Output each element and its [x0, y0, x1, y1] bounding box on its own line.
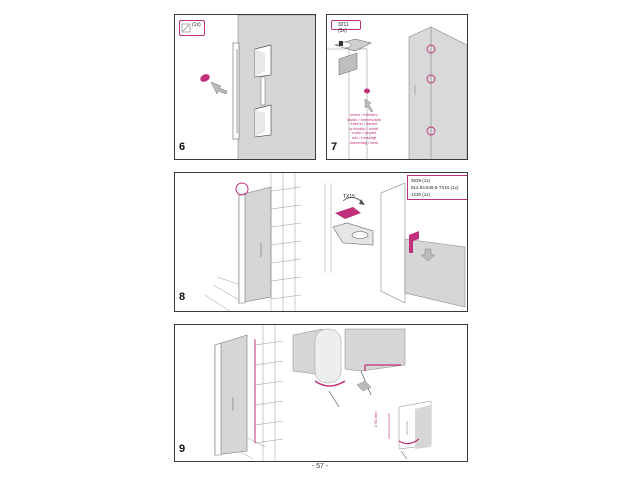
- parts-legend: 3629 (1x) 912.83.549,5-TX15 (1x) 1230 (1…: [407, 175, 467, 200]
- multilingual-inside-label: innen / intérieur inside / binnenzijde i…: [346, 112, 382, 145]
- parts-tag: 3211 (3x): [331, 20, 361, 34]
- step-number: 8: [179, 291, 186, 303]
- step-7-panel: 3211 (3x) innen / intérieur inside / bin…: [326, 14, 468, 160]
- step-number: 9: [179, 443, 186, 455]
- dimension-label: ≥ 50 mm: [373, 411, 378, 427]
- torx-label: TX15: [343, 194, 355, 200]
- step-8-panel: TX15 3629 (1x) 912.83.549,5-TX15 (1x) 12…: [174, 172, 468, 312]
- part-icon: [181, 23, 191, 33]
- page-number: - 57 -: [311, 463, 329, 470]
- step-8-illustration: [204, 173, 466, 311]
- step-6-panel: (1x) 6: [174, 14, 316, 160]
- step-9-panel: ≥ 50 mm 9: [174, 324, 468, 462]
- legend-item: 3629 (1x): [411, 178, 431, 183]
- step-9-illustration: [214, 325, 432, 461]
- step-number: 7: [331, 141, 338, 153]
- step-number: 6: [179, 141, 186, 153]
- step-7-illustration: [327, 26, 467, 159]
- step-6-illustration: [200, 15, 315, 159]
- legend-item: 912.83.549,5-TX15 (1x): [411, 185, 459, 190]
- legend-item: 1230 (1x): [411, 192, 431, 197]
